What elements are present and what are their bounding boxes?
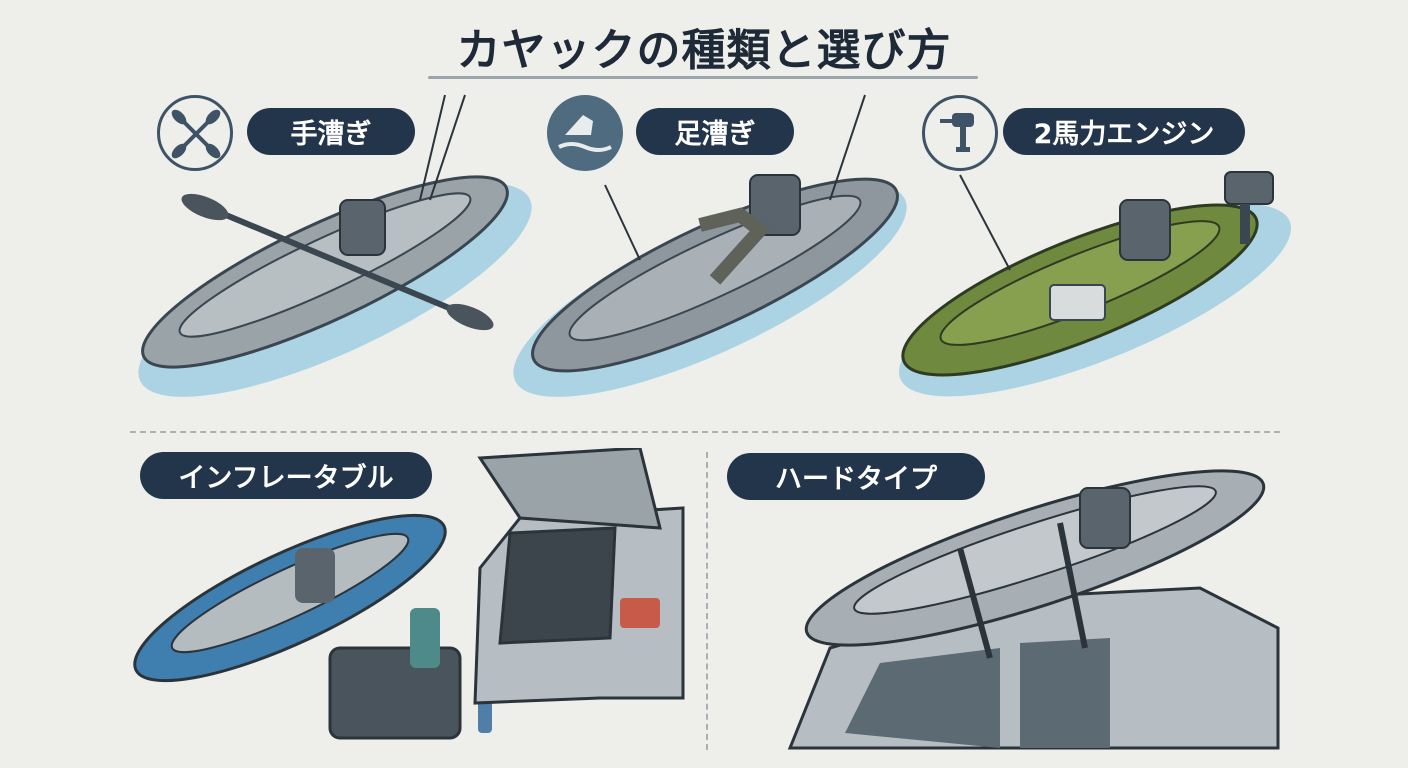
kayak-illustrations-top: [138, 94, 1292, 397]
label-hand-paddle: 手漕ぎ: [247, 108, 415, 155]
page-title: カヤックの種類と選び方: [456, 25, 952, 76]
label-foot-pedal: 足漕ぎ: [636, 108, 794, 155]
label-engine: 2馬力エンジン: [1003, 108, 1245, 155]
outboard-motor-icon: [922, 95, 998, 171]
label-inflatable: インフレータブル: [140, 452, 432, 499]
title-underline: [428, 76, 978, 79]
foot-pedal-kayak-illustration: [513, 94, 907, 397]
hard-kayak-on-car-illustration: [787, 469, 1280, 750]
section-divider-horizontal: [130, 431, 1280, 433]
hand-paddle-kayak-illustration: [138, 94, 532, 397]
inflatable-kayak-illustration: [133, 513, 492, 740]
foot-pedal-icon: [547, 95, 623, 171]
crossed-paddles-icon: [157, 95, 233, 171]
label-hard-type: ハードタイプ: [727, 453, 985, 500]
car-trunk-illustration: [473, 448, 685, 705]
engine-kayak-illustration: [898, 171, 1292, 397]
section-divider-vertical: [706, 452, 708, 750]
kayak-illustrations-bottom: [133, 448, 1280, 750]
